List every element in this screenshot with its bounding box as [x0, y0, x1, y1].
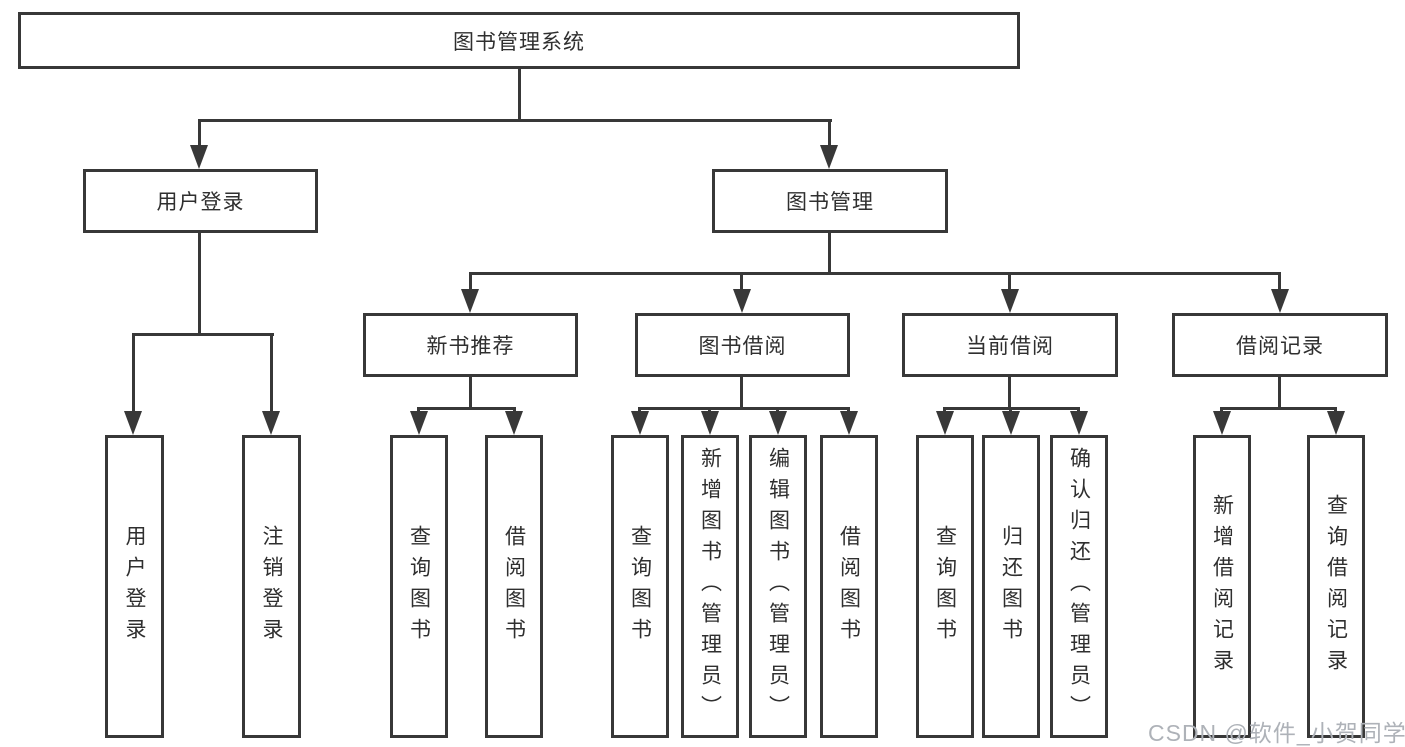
- connector-drop: [132, 333, 135, 413]
- connector-user-login-stub: [198, 231, 201, 335]
- arrow-down-icon: [631, 411, 649, 435]
- arrow-down-icon: [190, 145, 208, 169]
- connector-new-book-stub: [469, 375, 472, 410]
- leaf-logout: 注销登录: [242, 435, 301, 738]
- node-borrow-record: 借阅记录: [1172, 313, 1388, 377]
- connector-drop: [469, 272, 472, 292]
- connector-drop: [708, 407, 711, 414]
- arrow-down-icon: [733, 289, 751, 313]
- connector-new-book-rail: [417, 407, 516, 410]
- arrow-down-icon: [820, 145, 838, 169]
- leaf-record-query: 查询借阅记录: [1307, 435, 1365, 738]
- connector-drop: [417, 407, 420, 414]
- watermark: CSDN @软件_小贺同学: [1148, 720, 1405, 746]
- arrow-down-icon: [1213, 411, 1231, 435]
- connector-book-mgmt-stub: [828, 231, 831, 275]
- node-book-borrow: 图书借阅: [635, 313, 850, 377]
- node-root: 图书管理系统: [18, 12, 1020, 69]
- connector-root-stub: [518, 68, 521, 122]
- arrow-down-icon: [410, 411, 428, 435]
- node-book-mgmt: 图书管理: [712, 169, 948, 233]
- connector-drop: [740, 272, 743, 292]
- arrow-down-icon: [769, 411, 787, 435]
- leaf-borrow-book: 借阅图书: [820, 435, 878, 738]
- connector-borrow-record-rail: [1220, 407, 1337, 410]
- leaf-user-login: 用户登录: [105, 435, 164, 738]
- connector-drop: [1334, 407, 1337, 414]
- connector-drop: [1077, 407, 1080, 414]
- arrow-down-icon: [701, 411, 719, 435]
- node-user-login: 用户登录: [83, 169, 318, 233]
- connector-drop: [828, 119, 831, 147]
- leaf-new-book-query: 查询图书: [390, 435, 448, 738]
- arrow-down-icon: [461, 289, 479, 313]
- connector-drop: [638, 407, 641, 414]
- leaf-current-query: 查询图书: [916, 435, 974, 738]
- connector-drop: [943, 407, 946, 414]
- connector-book-borrow-rail: [638, 407, 850, 410]
- connector-book-borrow-stub: [740, 375, 743, 410]
- connector-user-login-rail: [133, 333, 274, 336]
- connector-drop: [1009, 407, 1012, 414]
- connector-level2-rail: [198, 119, 832, 122]
- connector-drop: [847, 407, 850, 414]
- arrow-down-icon: [1271, 289, 1289, 313]
- leaf-current-return: 归还图书: [982, 435, 1040, 738]
- connector-drop: [1278, 272, 1281, 292]
- arrow-down-icon: [1002, 411, 1020, 435]
- arrow-down-icon: [1327, 411, 1345, 435]
- arrow-down-icon: [840, 411, 858, 435]
- arrow-down-icon: [1070, 411, 1088, 435]
- connector-drop: [776, 407, 779, 414]
- connector-drop: [1220, 407, 1223, 414]
- arrow-down-icon: [936, 411, 954, 435]
- connector-drop: [1008, 272, 1011, 292]
- connector-level3-rail: [469, 272, 1281, 275]
- arrow-down-icon: [1001, 289, 1019, 313]
- leaf-new-book-borrow: 借阅图书: [485, 435, 543, 738]
- connector-borrow-record-stub: [1278, 375, 1281, 410]
- leaf-borrow-edit: 编辑图书（管理员）: [749, 435, 807, 738]
- connector-current-borrow-stub: [1008, 375, 1011, 410]
- leaf-borrow-query: 查询图书: [611, 435, 669, 738]
- arrow-down-icon: [124, 411, 142, 435]
- leaf-borrow-add: 新增图书（管理员）: [681, 435, 739, 738]
- leaf-current-confirm: 确认归还（管理员）: [1050, 435, 1108, 738]
- connector-drop: [270, 333, 273, 413]
- connector-drop: [513, 407, 516, 414]
- node-current-borrow: 当前借阅: [902, 313, 1118, 377]
- connector-drop: [198, 119, 201, 147]
- arrow-down-icon: [262, 411, 280, 435]
- leaf-record-add: 新增借阅记录: [1193, 435, 1251, 738]
- arrow-down-icon: [505, 411, 523, 435]
- node-new-book: 新书推荐: [363, 313, 578, 377]
